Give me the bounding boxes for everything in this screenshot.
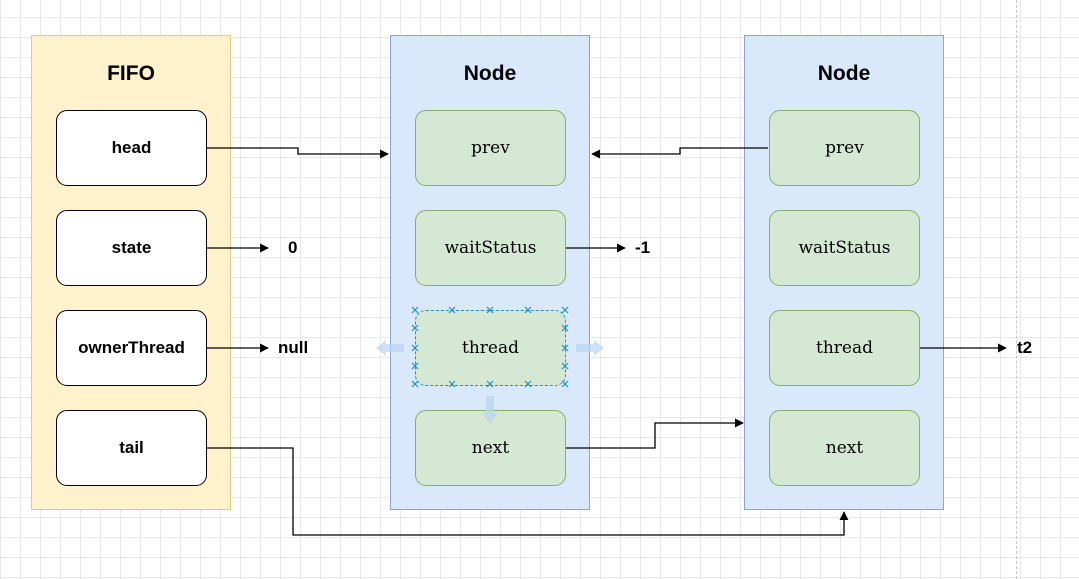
- fifo-title: FIFO: [107, 62, 155, 85]
- node-2-next-field[interactable]: next: [769, 410, 920, 486]
- fifo-tail-field[interactable]: tail: [56, 410, 207, 486]
- node-2-wait-status-field[interactable]: waitStatus: [769, 210, 920, 286]
- state-value-label: 0: [288, 238, 298, 257]
- node-2-title: Node: [817, 62, 871, 85]
- node-1-prev-field[interactable]: prev: [415, 110, 566, 186]
- thread-value-label: t2: [1017, 338, 1033, 357]
- guide-line: [1016, 0, 1017, 579]
- node-2-prev-field[interactable]: prev: [769, 110, 920, 186]
- node-1-title: Node: [463, 62, 517, 85]
- owner-thread-value-label: null: [278, 338, 309, 357]
- node-1-thread-field[interactable]: thread: [415, 310, 566, 386]
- head-to-node-connector[interactable]: [207, 147, 389, 159]
- prev-to-node-connector[interactable]: [591, 147, 768, 159]
- fifo-head-field[interactable]: head: [56, 110, 207, 186]
- node-1-wait-status-field[interactable]: waitStatus: [415, 210, 566, 286]
- next-to-node-connector[interactable]: [566, 418, 744, 449]
- node-2-thread-field[interactable]: thread: [769, 310, 920, 386]
- wait-status-value-label: -1: [635, 238, 651, 257]
- fifo-owner-thread-field[interactable]: ownerThread: [56, 310, 207, 386]
- node-1-next-field[interactable]: next: [415, 410, 566, 486]
- fifo-state-field[interactable]: state: [56, 210, 207, 286]
